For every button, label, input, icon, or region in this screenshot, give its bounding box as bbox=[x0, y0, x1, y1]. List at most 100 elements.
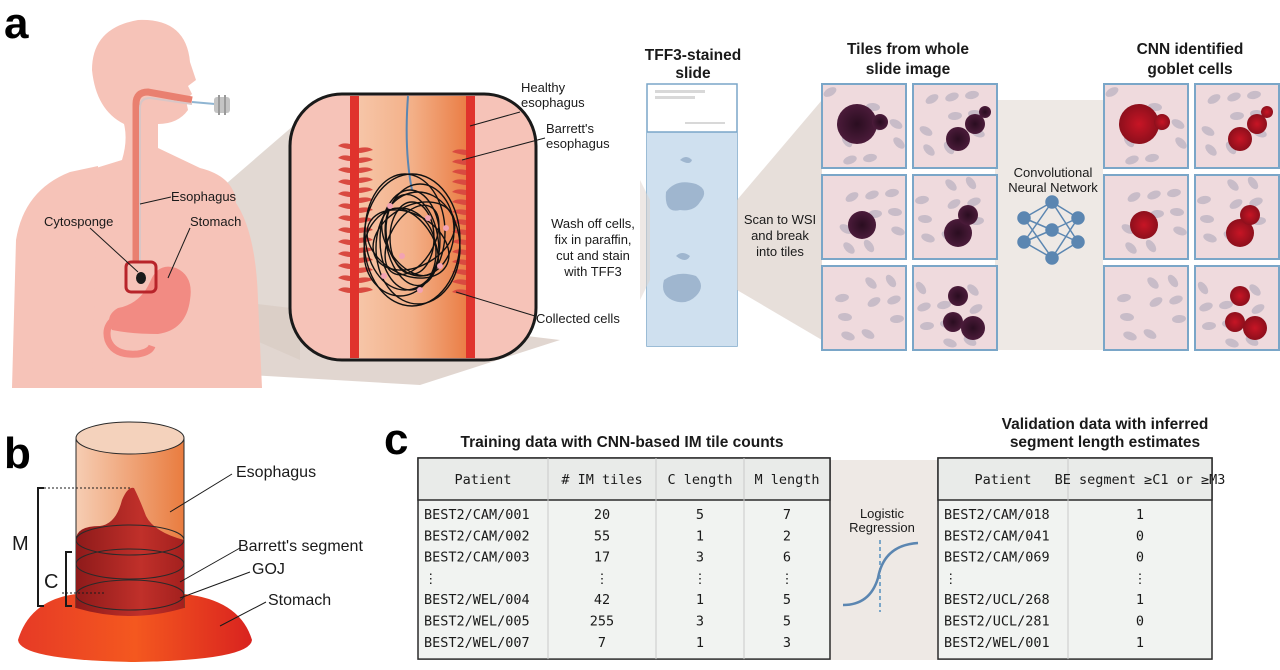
tiles-title-1: Tiles from whole bbox=[847, 41, 969, 58]
neural-network-icon bbox=[1017, 195, 1085, 265]
cytosponge-cap-icon bbox=[214, 95, 230, 115]
table-cell: 20 bbox=[594, 507, 610, 523]
magnified-esophagus-view bbox=[288, 92, 538, 362]
table-cell: BEST2/WEL/007 bbox=[424, 635, 530, 651]
histology-tile bbox=[821, 83, 907, 169]
label-b-goj: GOJ bbox=[252, 561, 285, 578]
table-cell: BEST2/UCL/268 bbox=[944, 592, 1050, 608]
svg-text:with TFF3: with TFF3 bbox=[563, 264, 622, 279]
panel-a-letter: a bbox=[4, 0, 29, 48]
table-cell: 1 bbox=[696, 635, 704, 651]
human-body-illustration bbox=[12, 19, 262, 388]
svg-text:cut and stain: cut and stain bbox=[556, 248, 630, 263]
tile-grid-output bbox=[1103, 83, 1280, 351]
svg-text:Scan to WSI: Scan to WSI bbox=[744, 212, 816, 227]
table-cell: 5 bbox=[783, 592, 791, 608]
cnn-title-1: CNN identified bbox=[1137, 41, 1244, 58]
tiles-title-2: slide image bbox=[866, 61, 951, 78]
histology-tile bbox=[912, 265, 998, 351]
svg-text:into tiles: into tiles bbox=[756, 244, 804, 259]
table-cell: 5 bbox=[696, 507, 704, 523]
table-cell: 0 bbox=[1136, 550, 1144, 566]
cnn-label-1: Convolutional bbox=[1014, 165, 1093, 180]
cnn-label-2: Neural Network bbox=[1008, 180, 1098, 195]
regression-label-2: Regression bbox=[849, 520, 915, 535]
table-header-cell: Patient bbox=[975, 472, 1032, 488]
table-cell: BEST2/UCL/281 bbox=[944, 614, 1050, 630]
validation-table: PatientBEST2/CAM/018BEST2/CAM/041BEST2/C… bbox=[937, 457, 1226, 660]
table-cell: 3 bbox=[696, 550, 704, 566]
table-cell: ⋮ bbox=[693, 571, 707, 587]
histology-tile bbox=[1103, 174, 1189, 260]
histology-tile bbox=[1194, 174, 1280, 260]
label-cytosponge: Cytosponge bbox=[44, 214, 113, 229]
step-wash-text: Wash off cells, fix in paraffin, cut and… bbox=[551, 216, 635, 279]
panel-b-letter: b bbox=[4, 429, 31, 478]
panel-c-letter: c bbox=[384, 415, 408, 464]
table-header-cell: C length bbox=[667, 472, 732, 488]
table-cell: BEST2/CAM/069 bbox=[944, 550, 1050, 566]
table-cell: 1 bbox=[1136, 635, 1144, 651]
table-cell: BEST2/CAM/041 bbox=[944, 528, 1050, 544]
svg-text:TFF3-stained: TFF3-stained bbox=[645, 47, 741, 64]
label-b-stomach: Stomach bbox=[268, 592, 331, 609]
table-cell: BEST2/CAM/002 bbox=[424, 528, 530, 544]
table-cell: 0 bbox=[1136, 614, 1144, 630]
label-barretts-2: esophagus bbox=[546, 136, 610, 151]
label-healthy-2: esophagus bbox=[521, 95, 585, 110]
label-barretts-1: Barrett's bbox=[546, 121, 594, 136]
histology-tile bbox=[821, 174, 907, 260]
table-cell: 6 bbox=[783, 550, 791, 566]
svg-text:fix in paraffin,: fix in paraffin, bbox=[554, 232, 631, 247]
svg-text:Wash off cells,: Wash off cells, bbox=[551, 216, 635, 231]
label-collected-cells: Collected cells bbox=[536, 311, 620, 326]
step-scan-text: Scan to WSI and break into tiles bbox=[744, 212, 816, 259]
table-cell: ⋮ bbox=[595, 571, 609, 587]
training-table: PatientBEST2/CAM/001BEST2/CAM/002BEST2/C… bbox=[417, 457, 831, 660]
histology-tile bbox=[912, 174, 998, 260]
histology-tile bbox=[1194, 265, 1280, 351]
table-cell: 1 bbox=[1136, 507, 1144, 523]
table-header-cell: BE segment ≥C1 or ≥M3 bbox=[1055, 472, 1226, 488]
table-cell: ⋮ bbox=[424, 571, 438, 587]
label-b-m: M bbox=[12, 533, 29, 555]
svg-text:slide: slide bbox=[675, 65, 711, 82]
body-labels: Esophagus Cytosponge Stomach bbox=[44, 189, 241, 279]
histology-tile bbox=[1103, 265, 1189, 351]
histology-tile bbox=[1194, 83, 1280, 169]
table-cell: 255 bbox=[590, 614, 614, 630]
table-cell: BEST2/CAM/018 bbox=[944, 507, 1050, 523]
training-table-title: Training data with CNN-based IM tile cou… bbox=[461, 434, 784, 451]
table-cell: 42 bbox=[594, 592, 610, 608]
validation-title-2: segment length estimates bbox=[1010, 434, 1200, 451]
table-cell: 0 bbox=[1136, 528, 1144, 544]
barretts-segment-diagram bbox=[18, 421, 267, 662]
regression-label-1: Logistic bbox=[860, 506, 905, 521]
histology-tile bbox=[1103, 83, 1189, 169]
table-cell: BEST2/WEL/005 bbox=[424, 614, 530, 630]
tff3-slide: TFF3-stained slide bbox=[645, 47, 741, 347]
table-cell: 3 bbox=[783, 635, 791, 651]
table-cell: BEST2/CAM/001 bbox=[424, 507, 530, 523]
histology-tile bbox=[821, 265, 907, 351]
cytosponge-highlight-box bbox=[124, 260, 158, 294]
cnn-title-2: goblet cells bbox=[1147, 61, 1232, 78]
table-header-cell: M length bbox=[754, 472, 819, 488]
table-cell: ⋮ bbox=[780, 571, 794, 587]
zoom-labels: Healthy esophagus Barrett's esophagus Co… bbox=[455, 80, 620, 326]
table-cell: ⋮ bbox=[944, 571, 958, 587]
table-cell: 17 bbox=[594, 550, 610, 566]
table-cell: 7 bbox=[598, 635, 606, 651]
histology-tile bbox=[912, 83, 998, 169]
label-b-segment: Barrett's segment bbox=[238, 538, 363, 555]
table-cell: 7 bbox=[783, 507, 791, 523]
table-header-cell: Patient bbox=[455, 472, 512, 488]
table-cell: 55 bbox=[594, 528, 610, 544]
table-cell: 3 bbox=[696, 614, 704, 630]
table-cell: BEST2/WEL/004 bbox=[424, 592, 530, 608]
svg-text:and break: and break bbox=[751, 228, 809, 243]
table-cell: 1 bbox=[696, 528, 704, 544]
validation-title-1: Validation data with inferred bbox=[1002, 416, 1209, 433]
table-cell: 2 bbox=[783, 528, 791, 544]
table-cell: BEST2/CAM/003 bbox=[424, 550, 530, 566]
